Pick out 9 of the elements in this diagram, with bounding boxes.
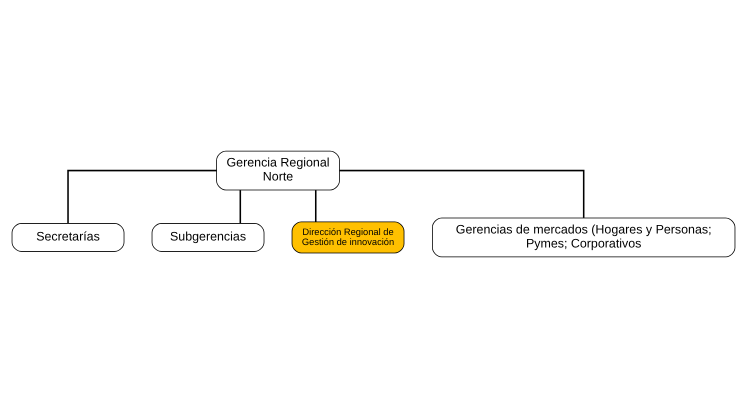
node-box: Gerencia Regional Norte [216,150,340,190]
node-box: Subgerencias [152,223,264,252]
node-box: Dirección Regional de Gestión de innovación [292,222,404,254]
connector [340,170,584,218]
connector [240,190,242,224]
node-box: Secretarías [12,223,124,252]
connector [314,190,317,222]
node-box: Gerencias de mercados (Hogares y Personas; Pymes; Corporativos [432,218,736,258]
connector [67,170,216,224]
